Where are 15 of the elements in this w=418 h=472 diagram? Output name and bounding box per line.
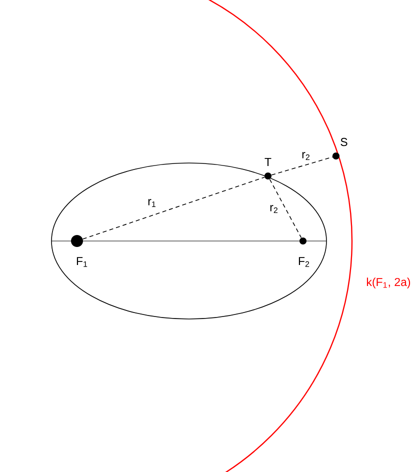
circle-label: k(F$_{1}$, 2a) — [366, 278, 410, 288]
edge-label: r$_{2}$ — [268, 204, 280, 214]
dashed-line — [271, 156, 333, 176]
edge-label: r$_{2}$ — [300, 151, 312, 161]
point: T — [264, 158, 272, 180]
edge-label: r$_{1}$ — [146, 198, 158, 208]
point: F$_{2}$ — [298, 238, 310, 267]
node-label: S — [340, 138, 348, 146]
point: F$_{1}$ — [71, 235, 88, 267]
node-label: T — [264, 158, 272, 166]
node-label: F$_{1}$ — [76, 257, 88, 267]
node-label: F$_{2}$ — [298, 257, 310, 267]
dashed-line — [269, 178, 302, 238]
dashed-line — [82, 176, 265, 240]
point: S — [332, 138, 348, 160]
